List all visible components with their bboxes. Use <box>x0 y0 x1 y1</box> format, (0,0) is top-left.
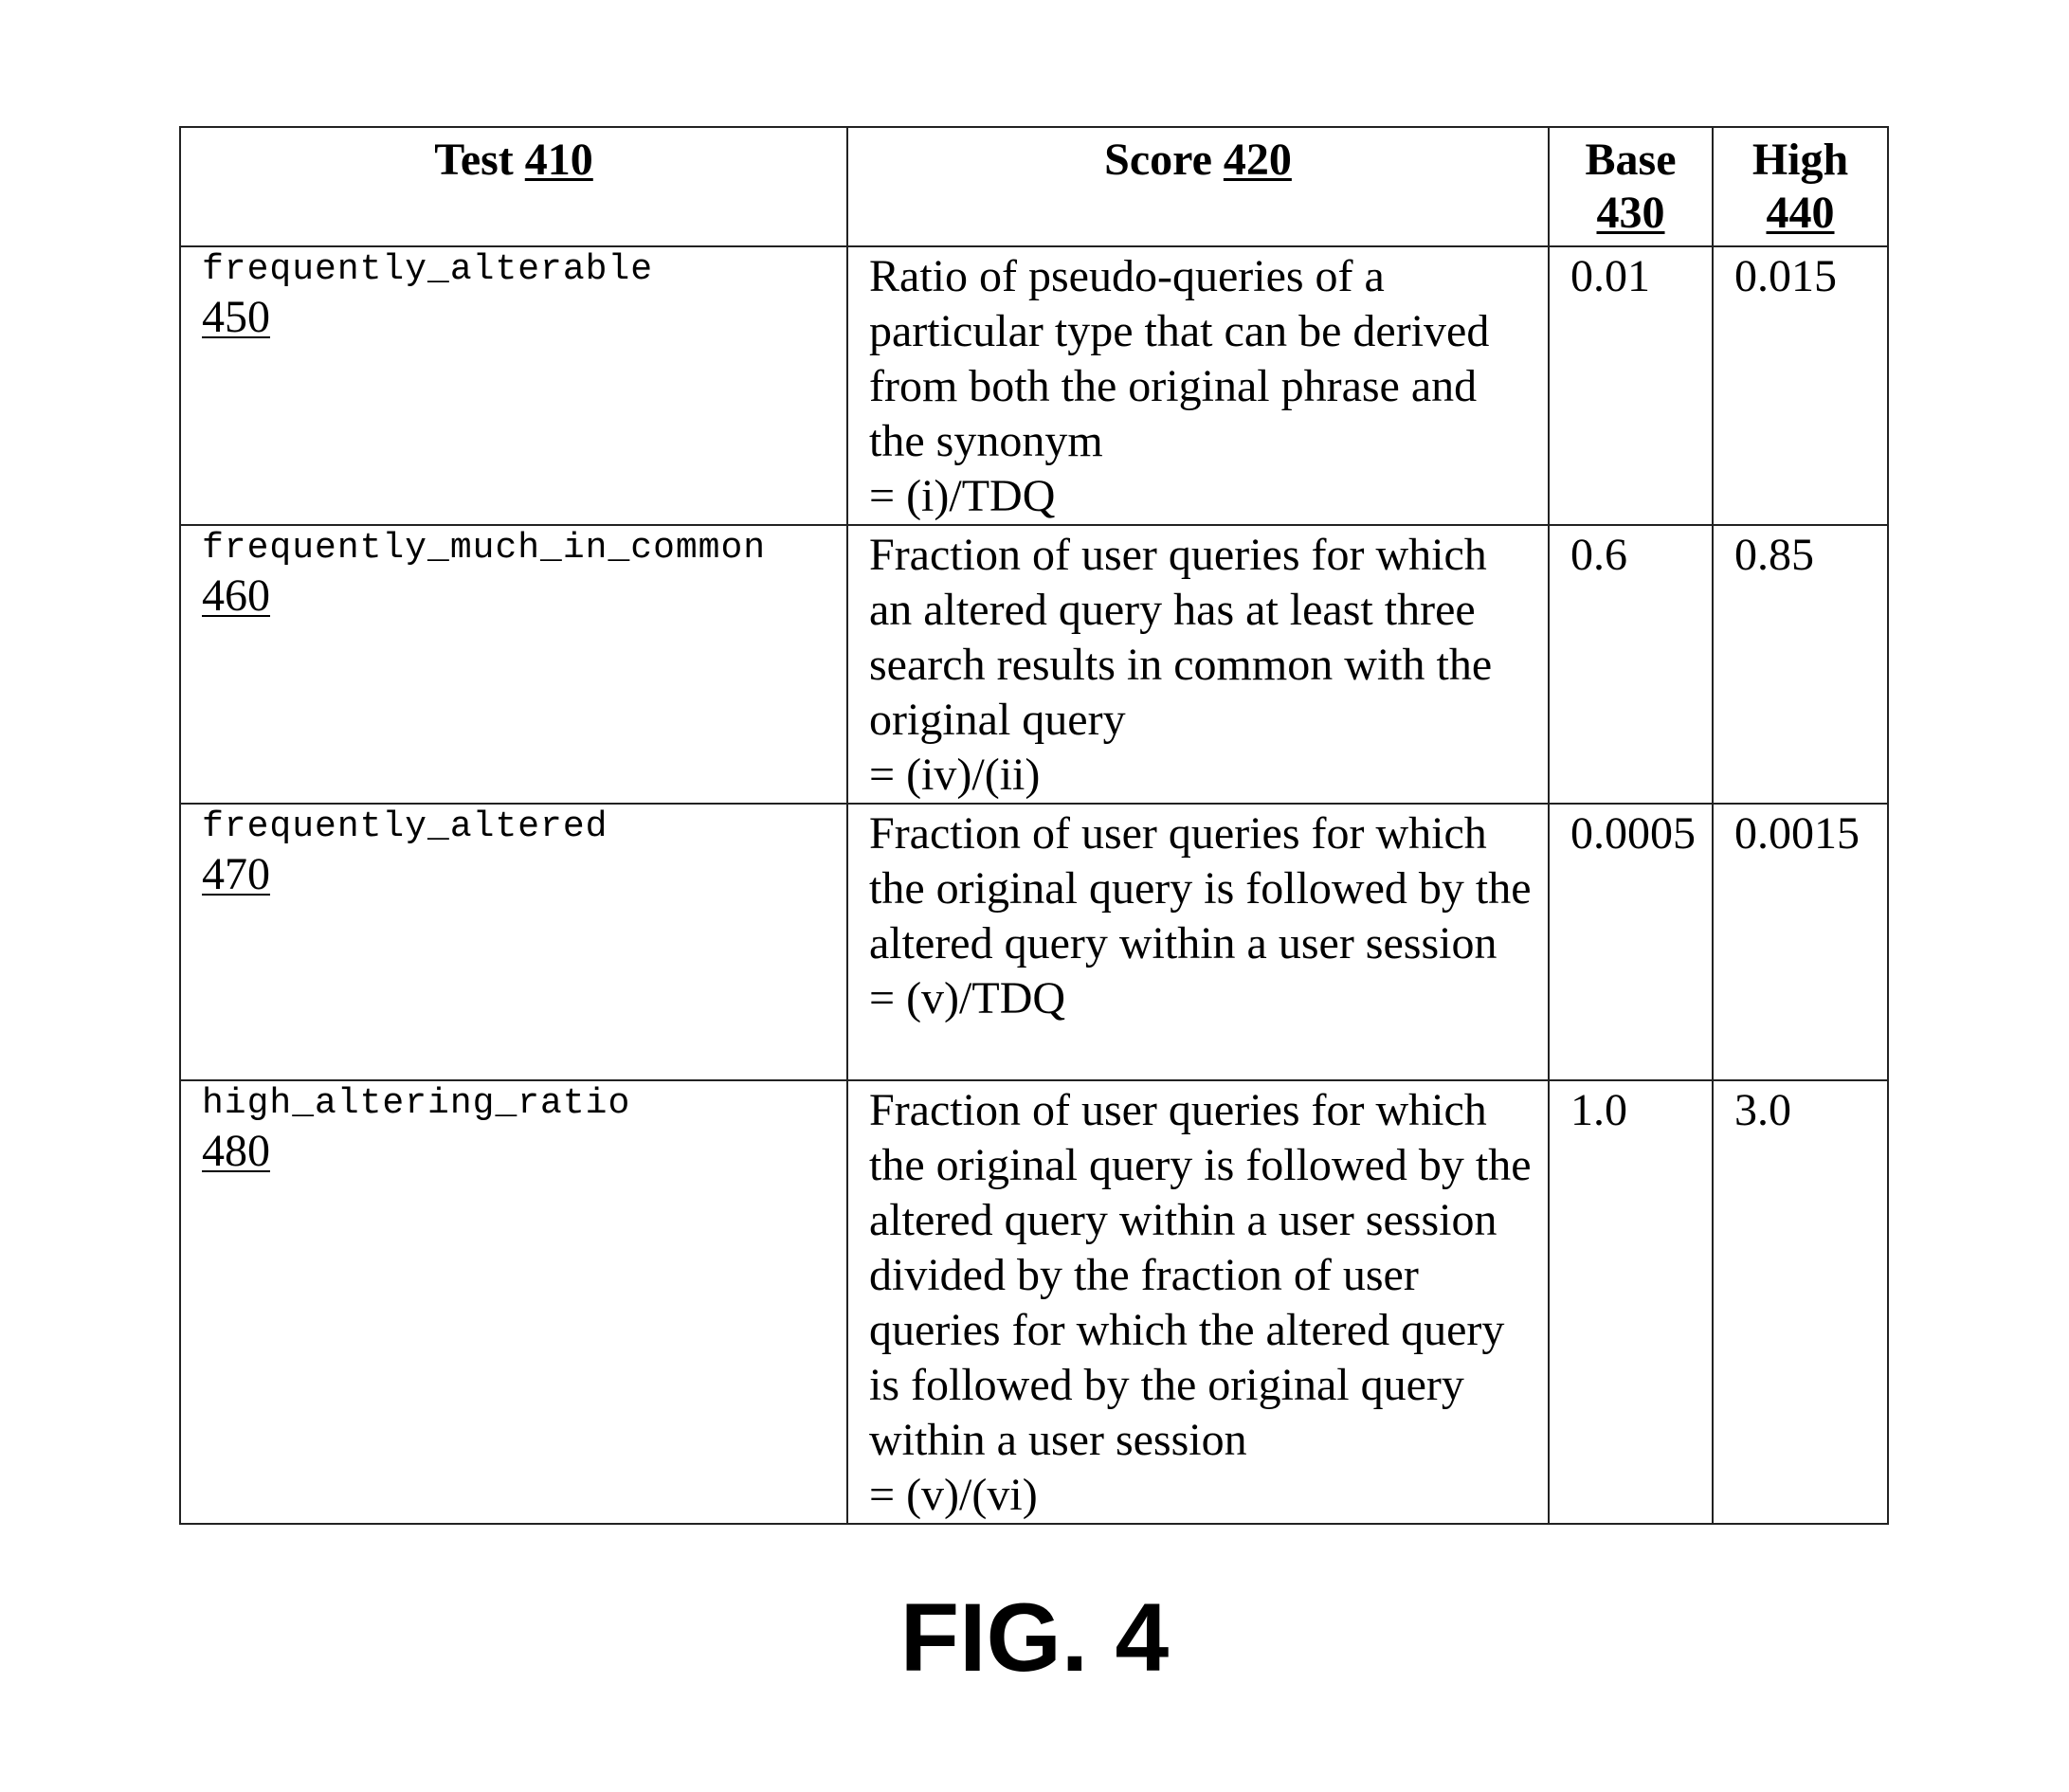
test-name: high_altering_ratio <box>202 1083 846 1125</box>
high-value: 0.0015 <box>1713 804 1888 1080</box>
table-row: frequently_much_in_common 460 Fraction o… <box>180 525 1888 804</box>
score-cell: Fraction of user queries for which the o… <box>847 804 1549 1080</box>
header-score-label: Score <box>1104 135 1212 185</box>
test-ref: 460 <box>202 570 846 623</box>
test-cell: high_altering_ratio 480 <box>180 1080 847 1524</box>
test-name: frequently_altered <box>202 806 846 848</box>
header-score-ref: 420 <box>1224 135 1292 185</box>
base-value: 1.0 <box>1549 1080 1713 1524</box>
header-test: Test 410 <box>180 127 847 246</box>
scoring-tests-table: Test 410 Score 420 Base 430 High 440 <box>179 126 1889 1525</box>
score-formula: = (iv)/(ii) <box>869 748 1538 803</box>
base-value: 0.0005 <box>1549 804 1713 1080</box>
score-cell: Fraction of user queries for which the o… <box>847 1080 1549 1524</box>
high-value: 3.0 <box>1713 1080 1888 1524</box>
table-row: frequently_altered 470 Fraction of user … <box>180 804 1888 1080</box>
test-cell: frequently_altered 470 <box>180 804 847 1080</box>
header-base: Base 430 <box>1549 127 1713 246</box>
score-description: Fraction of user queries for which the o… <box>869 1083 1538 1468</box>
test-ref: 480 <box>202 1125 846 1178</box>
header-high-label: High <box>1752 135 1848 185</box>
high-value: 0.85 <box>1713 525 1888 804</box>
test-name: frequently_much_in_common <box>202 528 846 570</box>
score-formula: = (v)/TDQ <box>869 971 1538 1026</box>
score-formula: = (i)/TDQ <box>869 469 1538 524</box>
score-formula: = (v)/(vi) <box>869 1468 1538 1523</box>
score-description: Fraction of user queries for which an al… <box>869 528 1538 748</box>
test-ref: 450 <box>202 291 846 344</box>
table-row: frequently_alterable 450 Ratio of pseudo… <box>180 246 1888 525</box>
header-test-ref: 410 <box>525 135 593 185</box>
table-header-row: Test 410 Score 420 Base 430 High 440 <box>180 127 1888 246</box>
header-base-ref: 430 <box>1597 188 1665 238</box>
high-value: 0.015 <box>1713 246 1888 525</box>
base-value: 0.01 <box>1549 246 1713 525</box>
header-base-label: Base <box>1586 135 1677 185</box>
score-cell: Ratio of pseudo-queries of a particular … <box>847 246 1549 525</box>
header-score: Score 420 <box>847 127 1549 246</box>
table-row: high_altering_ratio 480 Fraction of user… <box>180 1080 1888 1524</box>
figure-caption: FIG. 4 <box>0 1581 2069 1694</box>
header-high-ref: 440 <box>1767 188 1835 238</box>
test-cell: frequently_much_in_common 460 <box>180 525 847 804</box>
test-name: frequently_alterable <box>202 249 846 291</box>
score-description: Ratio of pseudo-queries of a particular … <box>869 249 1538 469</box>
score-cell: Fraction of user queries for which an al… <box>847 525 1549 804</box>
header-test-label: Test <box>434 135 514 185</box>
score-description: Fraction of user queries for which the o… <box>869 806 1538 971</box>
test-cell: frequently_alterable 450 <box>180 246 847 525</box>
header-high: High 440 <box>1713 127 1888 246</box>
base-value: 0.6 <box>1549 525 1713 804</box>
test-ref: 470 <box>202 848 846 901</box>
